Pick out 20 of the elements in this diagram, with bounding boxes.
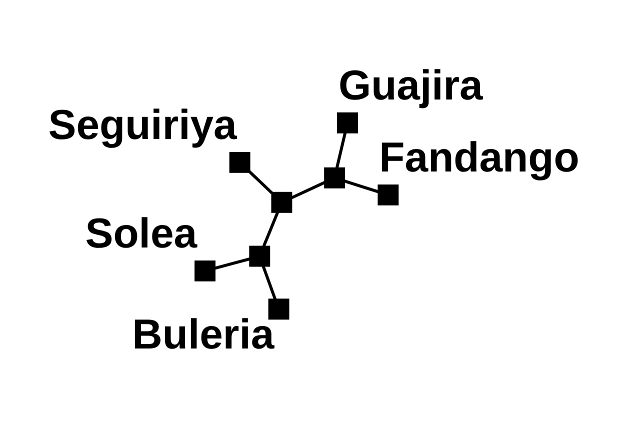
node-label: Solea (84, 210, 197, 257)
connector (214, 257, 250, 270)
connector (344, 180, 379, 194)
node-box (324, 167, 345, 188)
node-box (377, 184, 398, 206)
connector (290, 180, 326, 200)
node-label: Fandango (378, 134, 579, 181)
node-box (336, 112, 358, 134)
node-box (248, 246, 270, 267)
connector (262, 211, 279, 247)
node-label: Seguiriya (48, 101, 236, 148)
node-box (228, 152, 250, 173)
connector (247, 170, 273, 194)
node-label: Buleria (132, 310, 274, 358)
node-box (194, 260, 215, 282)
node-box (268, 298, 289, 320)
node-label: Guajira (338, 62, 482, 108)
node-box (270, 192, 292, 213)
connector (335, 132, 346, 168)
connector (261, 264, 276, 300)
